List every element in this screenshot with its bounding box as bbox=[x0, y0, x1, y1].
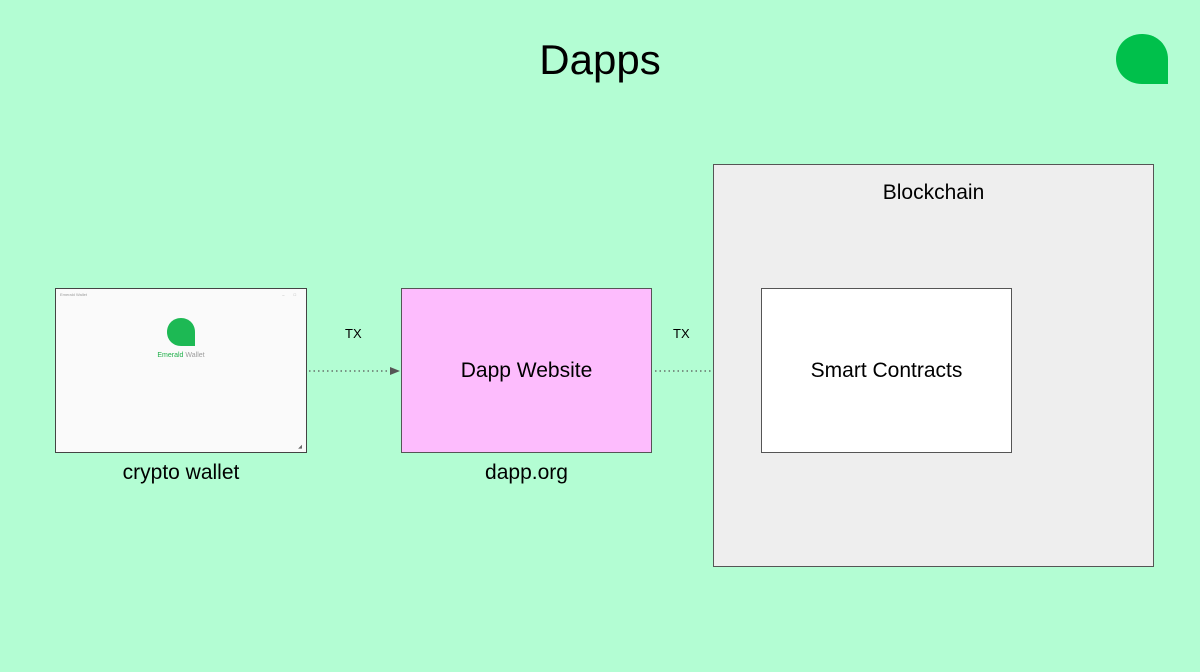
dapp-website-box: Dapp Website bbox=[401, 288, 652, 453]
crypto-wallet-caption: crypto wallet bbox=[122, 461, 240, 484]
emerald-logo-icon bbox=[1116, 34, 1168, 84]
wallet-window-controls: – □ bbox=[282, 292, 300, 297]
dapp-website-caption: dapp.org bbox=[485, 461, 568, 484]
wallet-app-name-secondary: Wallet bbox=[185, 352, 205, 359]
blockchain-label: Blockchain bbox=[882, 181, 985, 204]
smart-contracts-box: Smart Contracts bbox=[761, 288, 1012, 453]
edge-label-tx-2: TX bbox=[673, 326, 690, 341]
edge-label-tx-1: TX bbox=[345, 326, 362, 341]
smart-contracts-label: Smart Contracts bbox=[810, 359, 963, 382]
dapp-website-label: Dapp Website bbox=[460, 359, 593, 382]
crypto-wallet-box: Emerald Wallet – □ Emerald Wallet ◢ bbox=[55, 288, 307, 453]
wallet-leaf-icon bbox=[167, 318, 195, 346]
page-title: Dapps bbox=[539, 36, 661, 83]
resize-handle-icon: ◢ bbox=[298, 444, 302, 450]
wallet-app-name: Emerald Wallet bbox=[56, 352, 306, 359]
wallet-app-name-primary: Emerald bbox=[157, 352, 184, 359]
wallet-window-title: Emerald Wallet bbox=[60, 292, 87, 297]
